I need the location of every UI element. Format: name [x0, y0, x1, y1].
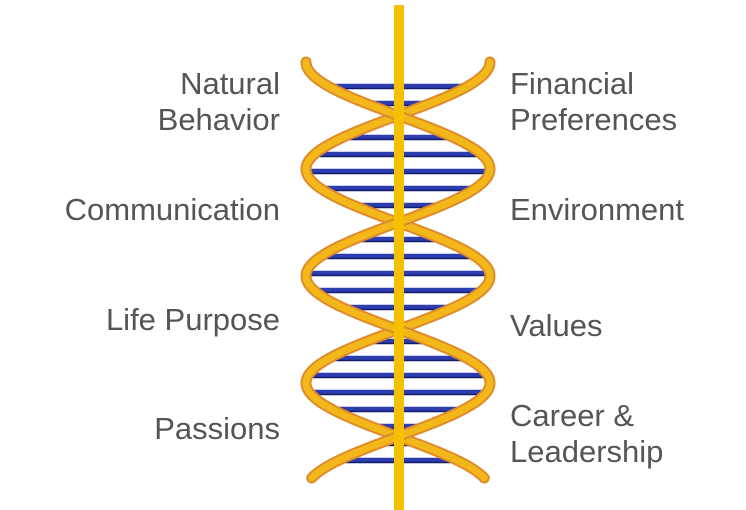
- label-financial-preferences: Financial Preferences: [510, 66, 677, 138]
- label-line: Passions: [154, 411, 280, 446]
- label-line: Life Purpose: [105, 302, 280, 337]
- label-line: Natural: [180, 66, 280, 101]
- label-communication: Communication: [65, 192, 280, 228]
- label-line: Behavior: [157, 102, 280, 137]
- label-line: Values: [510, 308, 603, 343]
- central-axis: [394, 5, 404, 510]
- label-line: Leadership: [510, 434, 664, 469]
- label-career-leadership: Career & Leadership: [510, 398, 663, 470]
- label-environment: Environment: [510, 192, 684, 228]
- label-line: Environment: [510, 192, 685, 227]
- label-line: Financial: [510, 66, 635, 101]
- label-line: Career &: [510, 398, 635, 433]
- label-passions: Passions: [154, 411, 280, 447]
- label-line: Communication: [64, 192, 280, 227]
- helix-strand: [302, 58, 494, 482]
- label-life-purpose: Life Purpose: [106, 302, 280, 338]
- label-line: Preferences: [510, 102, 678, 137]
- helix-strands: [300, 56, 496, 484]
- label-values: Values: [510, 308, 603, 344]
- label-natural-behavior: Natural Behavior: [158, 66, 280, 138]
- helix-strand: [302, 58, 494, 482]
